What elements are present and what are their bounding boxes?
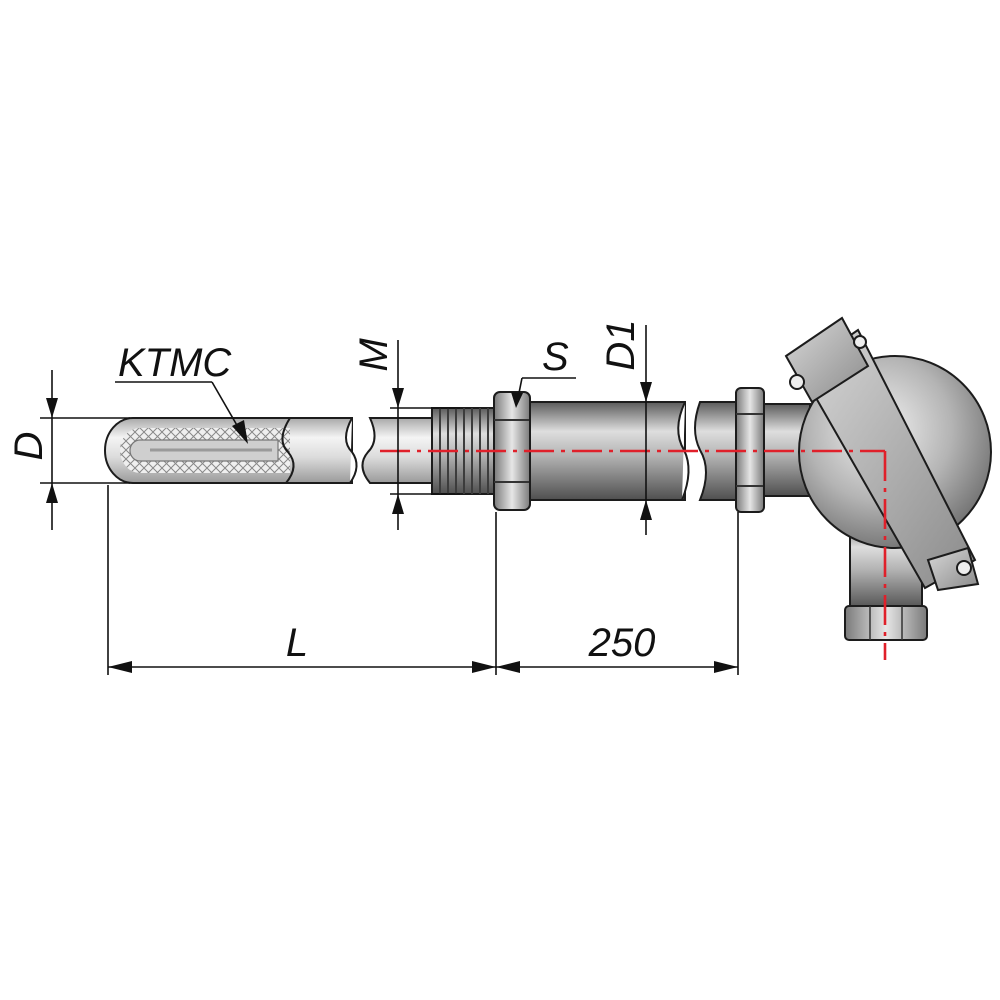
hex-nut: [493, 391, 531, 511]
cable-break-left: [281, 417, 295, 484]
center-axis: [380, 449, 887, 660]
label-s: S: [542, 335, 569, 379]
label-250: 250: [588, 621, 656, 665]
label-ktmc: KTMC: [118, 341, 232, 385]
cable-break-right: [345, 417, 358, 484]
dimension-250: [496, 512, 739, 675]
label-d1: D1: [599, 319, 643, 370]
dimension-m: [390, 340, 460, 530]
label-l: L: [286, 621, 308, 665]
connection-head: [784, 316, 992, 641]
dimension-l: [107, 485, 497, 675]
ktmc-cable-tip: [104, 417, 353, 484]
label-m: M: [352, 338, 396, 372]
dimension-d1: [640, 325, 652, 535]
label-d: D: [7, 432, 51, 461]
s-leader: [511, 377, 576, 408]
dimension-d: [40, 370, 130, 530]
ktmc-leader: [115, 381, 248, 444]
